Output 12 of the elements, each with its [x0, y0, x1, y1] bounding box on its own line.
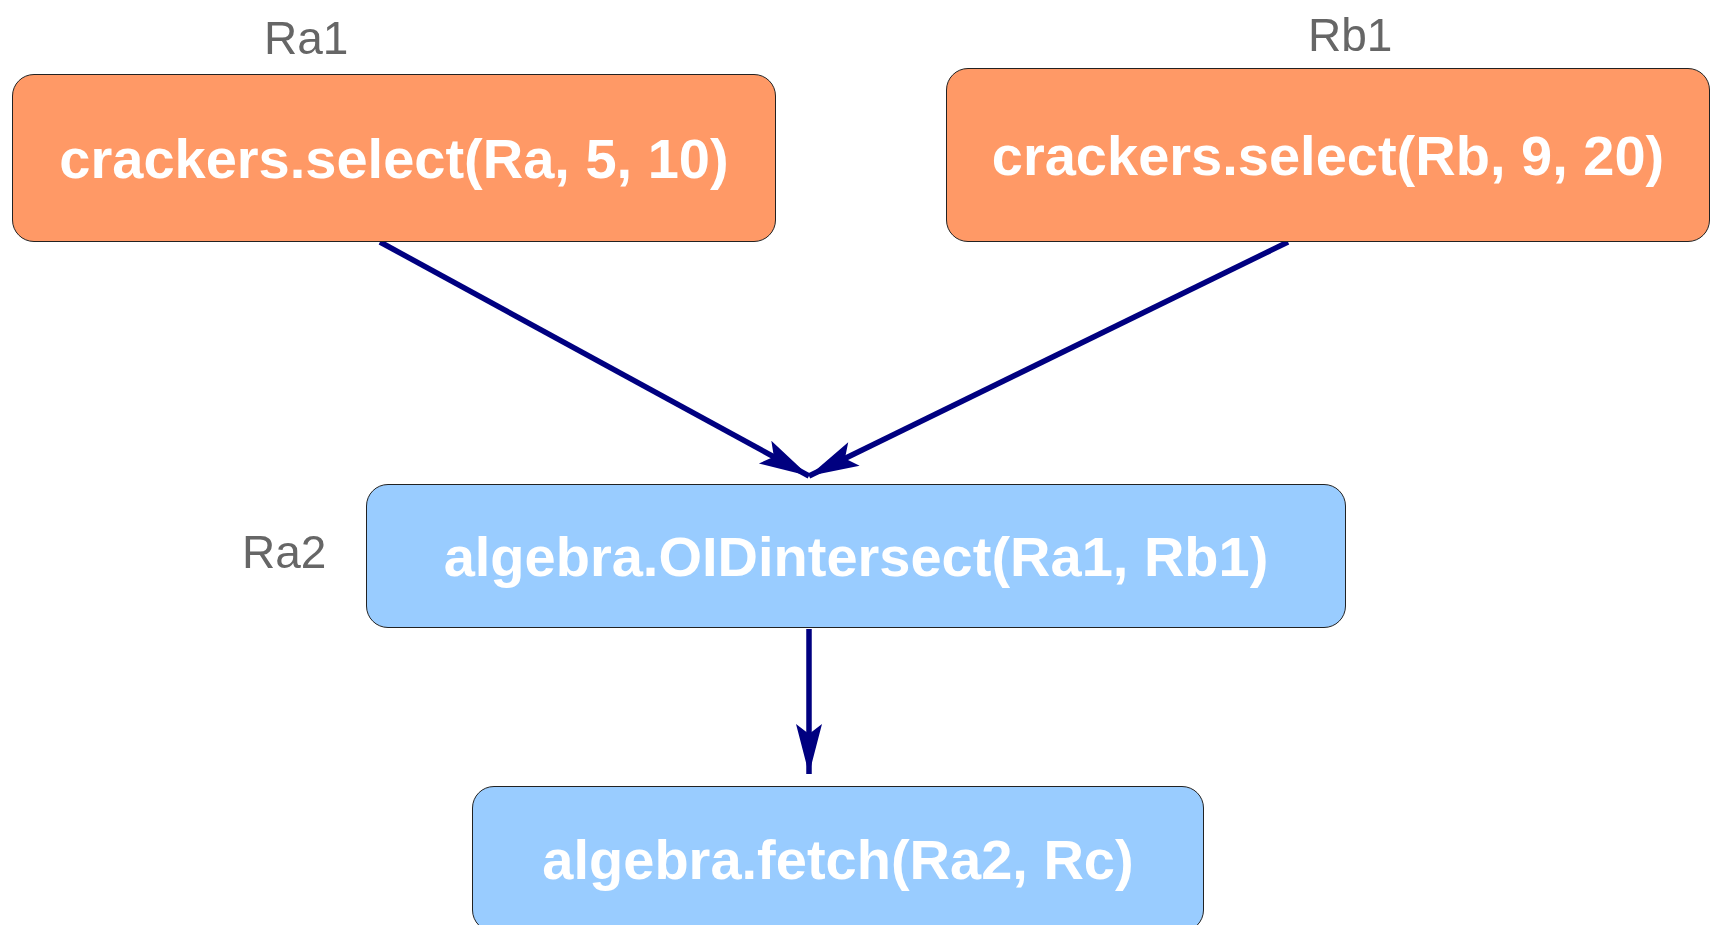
function-call: algebra.fetch(Ra2, Rc) — [542, 826, 1134, 892]
process-box — [12, 74, 776, 242]
variable-label: Rb1 — [1308, 8, 1393, 62]
process-box — [472, 786, 1204, 925]
function-call: algebra.OIDintersect(Ra1, Rb1) — [443, 523, 1269, 589]
variable-label: Ra2 — [242, 525, 327, 579]
variable-label: Ra1 — [264, 11, 349, 65]
process-box — [946, 68, 1710, 242]
function-call: crackers.select(Rb, 9, 20) — [991, 122, 1665, 188]
arrow — [796, 629, 822, 774]
function-call: crackers.select(Ra, 5, 10) — [59, 125, 729, 191]
process-box — [366, 484, 1346, 628]
